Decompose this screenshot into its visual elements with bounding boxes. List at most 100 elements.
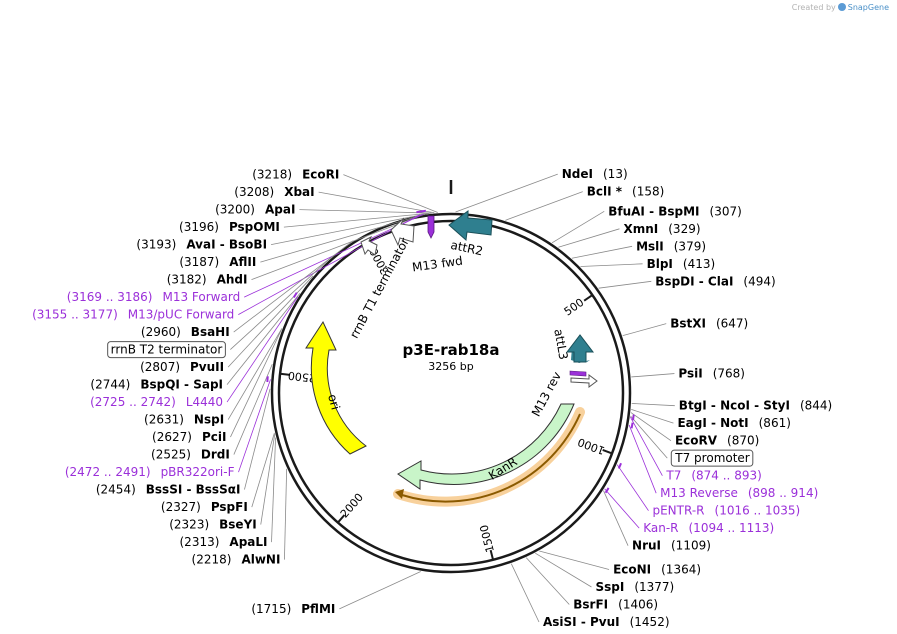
label-name: BspDI - ClaI — [655, 274, 733, 288]
site-label-ndei: NdeI(13) — [562, 167, 628, 181]
label-position: (494) — [743, 274, 775, 288]
site-label-aflii: (3187)AflII — [179, 255, 256, 269]
label-name: SspI — [595, 580, 624, 594]
plasmid-name: p3E-rab18a — [403, 341, 500, 359]
label-name: M13 Reverse — [660, 486, 738, 500]
label-position: (1109) — [671, 539, 711, 553]
label-name: PspFI — [211, 500, 248, 514]
label-name: BseYI — [219, 518, 257, 532]
attr2-feature-arrow — [448, 210, 493, 242]
ori-feature-arrow — [305, 320, 367, 455]
label-position: (1715) — [251, 602, 291, 616]
leader-line — [631, 373, 675, 378]
label-name: T7 — [665, 469, 681, 483]
label-name: NdeI — [562, 167, 593, 181]
label-name: DrdI — [201, 448, 230, 462]
label-name: AlwNI — [241, 553, 280, 567]
leader-line — [628, 424, 657, 494]
label-position: (768) — [713, 367, 745, 381]
leader-line — [558, 228, 620, 248]
site-label-psii: PsiI(768) — [678, 367, 745, 381]
site-label-bsssi-bsss-i: (2454)BssSI - BssSαI — [96, 483, 241, 497]
leader-line — [631, 403, 675, 407]
label-name: AvaI - BsoBI — [186, 238, 267, 252]
label-position: (3155 .. 3177) — [32, 308, 118, 322]
leader-line — [535, 552, 592, 588]
site-label-pspomi: (3196)PspOMI — [179, 220, 280, 234]
label-position: (379) — [674, 239, 706, 253]
label-name: BstXI — [670, 317, 706, 331]
tick-mark — [489, 549, 495, 561]
site-label-blpi: BlpI(413) — [647, 257, 716, 271]
site-label-eagi-noti: EagI - NotI(861) — [677, 416, 790, 430]
label-position: (307) — [710, 204, 742, 218]
leader-line — [230, 329, 282, 438]
label-name: L4440 — [186, 395, 223, 409]
label-name: BsrFI — [573, 598, 608, 612]
site-label-ecorv: EcoRV(870) — [675, 434, 759, 448]
label-name: XmnI — [623, 222, 658, 236]
site-label-bstxi: BstXI(647) — [670, 317, 748, 331]
label-position: (2744) — [90, 378, 130, 392]
rrnb-t2-terminator-arrow — [360, 235, 378, 256]
leader-line — [455, 173, 558, 213]
label-position: (898 .. 914) — [748, 486, 818, 500]
leader-line — [604, 488, 640, 529]
site-label-pflmi: (1715)PflMI — [251, 602, 335, 616]
label-position: (3193) — [136, 238, 176, 252]
site-label-bspqi-sapi: (2744)BspQI - SapI — [90, 378, 223, 392]
tick-label: 2000 — [338, 491, 366, 521]
leader-line — [238, 214, 420, 315]
site-label-pvuii: (2807)PvuII — [140, 360, 224, 374]
label-position: (158) — [632, 185, 664, 199]
label-name: M13 Forward — [162, 290, 240, 304]
label-name: AflII — [229, 255, 256, 269]
primer-label-t7: T7(874 .. 893) — [665, 469, 761, 483]
leader-line — [238, 379, 271, 473]
primer-binding-mark — [631, 414, 635, 421]
leader-line — [630, 412, 672, 441]
leader-line — [622, 323, 667, 337]
primer-binding-mark — [617, 462, 622, 469]
tick-label: 500 — [562, 296, 587, 319]
label-name: PspOMI — [229, 220, 280, 234]
site-label-xbai: (3208)XbaI — [234, 185, 314, 199]
kanr-feature-arrow — [397, 403, 575, 490]
label-position: (3208) — [234, 185, 274, 199]
leader-line — [551, 210, 605, 244]
attl3-label: attL3 — [551, 328, 570, 361]
feature-label-box — [107, 341, 226, 359]
feature-label-t7-promoter: T7 promoter — [674, 451, 750, 465]
label-position: (1016 .. 1035) — [715, 504, 801, 518]
leader-line — [226, 296, 299, 403]
leader-line — [230, 257, 332, 350]
label-position: (2327) — [161, 500, 201, 514]
leader-line — [525, 557, 570, 605]
site-label-ecori: (3218)EcoRI — [252, 168, 339, 182]
label-position: (2960) — [141, 325, 181, 339]
label-position: (1452) — [630, 615, 670, 629]
label-name: ApaLI — [229, 535, 267, 549]
site-label-apali: (2313)ApaLI — [180, 535, 268, 549]
primer-marks — [266, 209, 635, 494]
primer-label-m13-reverse: M13 Reverse (898 .. 914) — [660, 486, 818, 500]
site-label-btgi-ncoi-styi: BtgI - NcoI - StyI(844) — [679, 399, 832, 413]
label-name: AsiSI - PvuI — [543, 615, 620, 629]
leader-line — [630, 415, 668, 459]
leader-line — [260, 213, 428, 263]
site-label-alwni: (2218)AlwNI — [192, 553, 281, 567]
site-label-bcli: BclI *(158) — [587, 185, 665, 199]
site-label-avai-bsobi: (3193) AvaI - BsoBI — [136, 238, 267, 252]
site-label-pcii: (2627)PciI — [152, 430, 226, 444]
attr2-label: attR2 — [449, 238, 484, 259]
leader-line — [227, 328, 283, 420]
leader-line — [226, 293, 301, 385]
primer-label-m13-forward: (3169 .. 3186)M13 Forward — [67, 290, 240, 304]
leader-line — [233, 240, 354, 333]
leader-line — [580, 263, 643, 267]
primer-binding-mark — [604, 487, 610, 494]
leader-line — [539, 550, 610, 570]
label-name: PciI — [202, 430, 227, 444]
primer-binding-mark — [630, 422, 634, 429]
